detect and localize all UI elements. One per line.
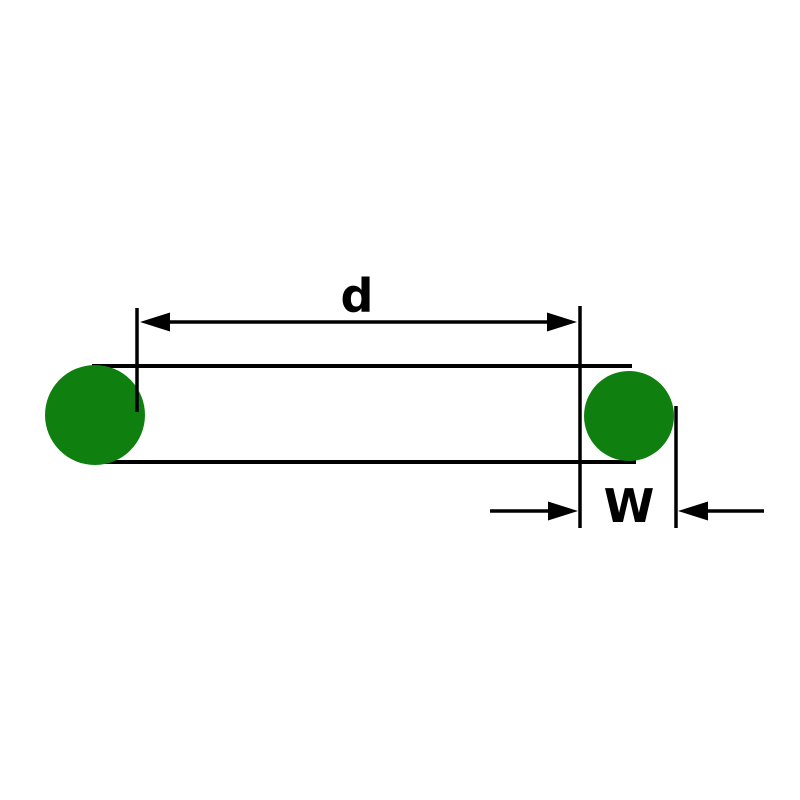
o-ring-left-cross-section <box>45 365 145 465</box>
arrowheads <box>140 312 708 521</box>
ring-body-lines <box>88 364 636 464</box>
o-ring-right-cross-section <box>584 371 674 461</box>
cross-section-width-label: W <box>604 479 655 533</box>
w-arrowhead-left <box>548 501 578 521</box>
dimension-lines <box>135 306 764 528</box>
d-arrowhead-right <box>547 312 577 332</box>
inner-diameter-label: d <box>341 269 374 323</box>
d-arrowhead-left <box>140 312 170 332</box>
w-arrowhead-right <box>678 501 708 521</box>
